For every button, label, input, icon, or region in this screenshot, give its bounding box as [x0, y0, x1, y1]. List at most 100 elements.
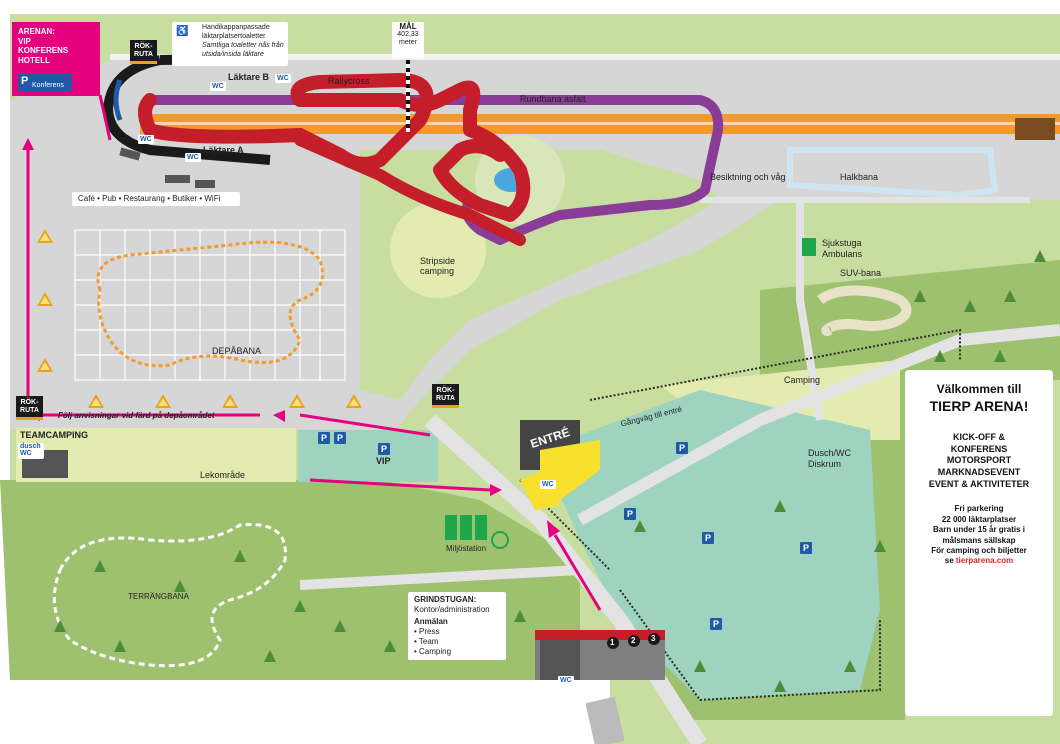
welcome-event-1: KICK-OFF & [953, 432, 1005, 442]
rokruta-line-1: RÖK- [134, 43, 153, 50]
wc-tag-grindstugan: WC [558, 676, 574, 685]
welcome-event-5: EVENT & AKTIVITETER [928, 478, 1030, 489]
finish-line-3: meter [399, 39, 417, 47]
grindstugan-box: GRINDSTUGAN: Kontor/administration Anmäl… [408, 592, 506, 660]
anmalan-item-team: • Team [414, 637, 439, 646]
welcome-info-1: Fri parkering [954, 504, 1004, 514]
welcome-info: Fri parkering 22 000 läktarplatser Barn … [905, 504, 1053, 566]
arena-info-box: ARENAN: VIP KONFERENS HOTELL P Konferens [12, 22, 100, 96]
welcome-info-6: se [944, 556, 954, 566]
rallycross-label: Rallycross [328, 76, 370, 86]
suv-label: SUV-bana [840, 268, 882, 278]
anmalan-item-camping: • Camping [414, 647, 452, 656]
miljostation-label: Miljöstation [446, 544, 487, 553]
welcome-info-2: 22 000 läktarplatser [941, 514, 1017, 524]
welcome-info-4: målsmans sällskap [942, 535, 1016, 545]
handikapp-line-3: Samtliga toaletter nås från [202, 42, 284, 49]
gate-3-label: 3 [651, 634, 656, 643]
parking-konferens: P Konferens [18, 74, 72, 92]
cafe-box: Café • Pub • Restaurang • Butiker • WiFi [72, 192, 240, 206]
arena-line-4: HOTELL [18, 55, 50, 65]
parking-icon: P [710, 618, 722, 630]
rokruta-line-1: RÖK- [20, 399, 39, 406]
wc-tag-entre: WC [540, 480, 556, 489]
sjukstuga-line-2: Ambulans [822, 249, 863, 259]
dusch-diskrum-line-2: Diskrum [808, 459, 841, 469]
welcome-title-2: TIERP ARENA! [929, 398, 1029, 414]
besiktning-label: Besiktning och våg [710, 172, 786, 182]
warning-icon [289, 394, 305, 408]
terrangbana-label: TERRÄNGBANA [128, 592, 189, 601]
parking-icon: P [702, 532, 714, 544]
welcome-event-4: MARKNADSEVENT [937, 467, 1021, 478]
arena-line-2: VIP [18, 36, 31, 46]
grindstugan-line-2: Kontor/administration [414, 605, 490, 614]
dusch-wc-box: dusch WC [18, 443, 44, 459]
handikapp-line-1: Handikappanpassade [202, 24, 270, 31]
parking-konferens-label: Konferens [32, 82, 64, 89]
lekomrade-label: Lekområde [200, 470, 246, 480]
handikapp-line-2: läktarplatsertoaletter [202, 33, 266, 40]
rundbana-label: Rundbana asfalt [520, 94, 586, 104]
cafe-label: Café • Pub • Restaurang • Butiker • WiFi [78, 194, 221, 203]
warning-icon [346, 394, 362, 408]
arena-line-1: ARENAN: [18, 27, 55, 36]
folj-anvisningar-label: Följ anvisningar vid färd på depåområdet [58, 411, 215, 420]
rokruta-sign-left: RÖK- RUTA [16, 396, 43, 420]
rokruta-line-2: RUTA [134, 51, 153, 58]
rokruta-line-1: RÖK- [436, 387, 455, 394]
parking-icon: P [378, 443, 390, 455]
rokruta-line-2: RUTA [436, 395, 455, 402]
anmalan-item-press: • Press [414, 627, 440, 636]
warning-icon [88, 394, 104, 408]
finish-box: MÅL 402,33 meter [392, 22, 424, 58]
parking-icon: P [800, 542, 812, 554]
welcome-info-6-row: se tierparena.com [911, 556, 1047, 566]
wheelchair-icon: ♿ [176, 26, 189, 37]
wc-tag-2: WC [210, 82, 226, 91]
welcome-info-5: För camping och biljetter [931, 546, 1027, 555]
handikapp-line-4: utsida/insida läktare [202, 51, 264, 58]
grindstugan-line-1: GRINDSTUGAN: [414, 595, 477, 604]
arena-line-3: KONFERENS [18, 46, 69, 56]
anmalan-label: Anmälan [414, 617, 448, 626]
wc-tag-1: WC [275, 74, 291, 83]
warning-icon [37, 229, 53, 243]
depabana-label: DEPÅBANA [212, 346, 262, 356]
warning-icon [155, 394, 171, 408]
welcome-title-1: Välkommen till [936, 382, 1022, 396]
laktare-a-label: Läktare A [203, 145, 244, 155]
finish-line-marker [406, 60, 410, 132]
teamcamping-label: TEAMCAMPING [20, 430, 88, 440]
parking-icon: P [21, 75, 29, 87]
dusch-line-1: dusch [20, 443, 41, 450]
laktare-b-label: Läktare B [228, 72, 270, 82]
halkbana-label: Halkbana [840, 172, 879, 182]
sjukstuga-line-1: Sjukstuga [822, 238, 862, 248]
parking-icon: P [318, 432, 330, 444]
finish-line-2: 402,33 [397, 31, 419, 39]
handikapp-info-box: ♿ Handikappanpassade läktarplatsertoalet… [172, 22, 288, 66]
stripside-line-1: Stripside [420, 256, 456, 266]
wc-tag-4: WC [185, 153, 201, 162]
welcome-box: Välkommen till TIERP ARENA! KICK-OFF & K… [905, 370, 1053, 716]
welcome-event-2: KONFERENS [950, 443, 1008, 454]
welcome-event-3: MOTORSPORT [946, 455, 1012, 466]
gate-2-label: 2 [631, 636, 636, 645]
parking-icon: P [624, 508, 636, 520]
dusch-diskrum-line-1: Dusch/WC [808, 448, 852, 458]
welcome-info-3: Barn under 15 år gratis i [932, 525, 1026, 535]
warning-icon [37, 292, 53, 306]
vip-label: VIP [376, 456, 391, 466]
parking-icon: P [334, 432, 346, 444]
welcome-events: KICK-OFF & KONFERENS MOTORSPORT MARKNADS… [905, 432, 1053, 490]
website-link[interactable]: tierparena.com [955, 556, 1014, 566]
rokruta-line-2: RUTA [20, 407, 39, 414]
warning-icon [37, 358, 53, 372]
warning-icon [222, 394, 238, 408]
finish-line-1: MÅL [399, 22, 417, 31]
dusch-line-2: WC [20, 450, 32, 457]
rokruta-sign-top: RÖK- RUTA [130, 40, 157, 64]
gate-1-label: 1 [610, 638, 615, 647]
